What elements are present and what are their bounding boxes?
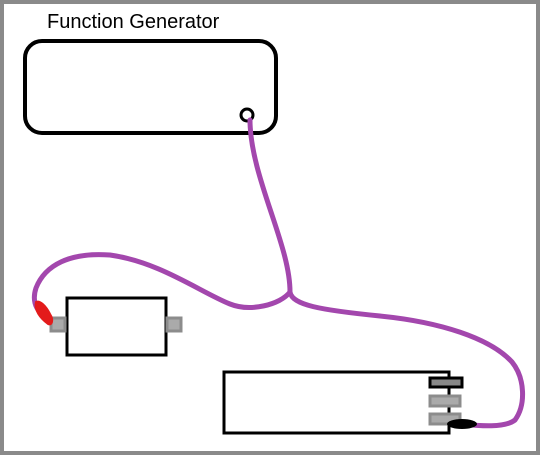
bottom-terminal-top[interactable]: [428, 376, 464, 389]
red-clip-icon[interactable]: [34, 300, 54, 326]
bottom-component-box: [222, 370, 451, 435]
left-component-terminal-right[interactable]: [165, 316, 183, 333]
function-generator-box: [23, 39, 278, 135]
black-clip-icon[interactable]: [447, 419, 477, 429]
diagram-title: Function Generator: [47, 11, 220, 33]
bottom-terminal-bottom[interactable]: [428, 412, 462, 426]
wire-to-left-component: [31, 252, 293, 315]
left-component-box: [65, 296, 168, 357]
bottom-terminal-middle[interactable]: [428, 394, 462, 408]
wire-to-bottom-component: [247, 117, 526, 429]
